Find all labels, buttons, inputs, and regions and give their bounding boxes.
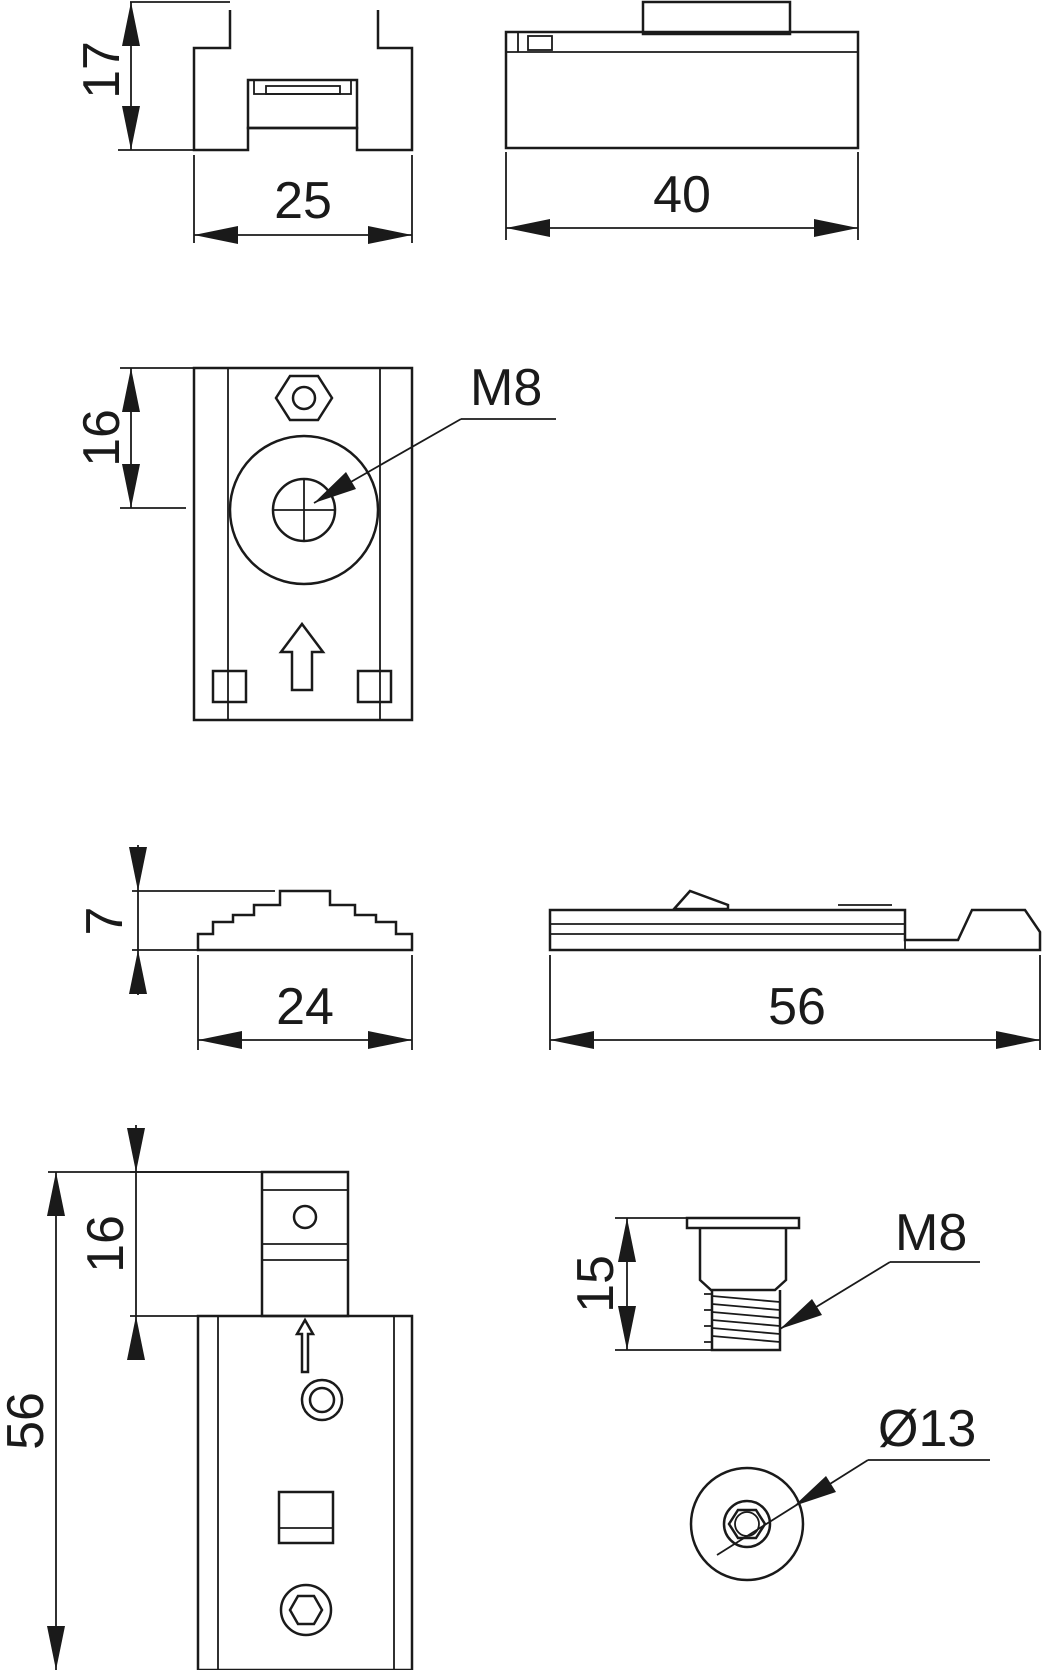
dim-40-label: 40 xyxy=(653,166,711,224)
view-2-side: 40 xyxy=(504,0,860,240)
view-6-bottom: 16 56 xyxy=(0,1125,414,1670)
dia-13-label: Ø13 xyxy=(878,1400,976,1458)
washer-view: Ø13 xyxy=(689,1400,990,1582)
dim-25-label: 25 xyxy=(274,172,332,230)
dim-56-label: 56 xyxy=(768,978,826,1036)
view-3-top: M8 16 xyxy=(73,359,556,722)
screw-view: M8 15 xyxy=(567,1204,980,1352)
view-4-profile: 7 24 xyxy=(76,845,414,1050)
dim-7-label: 7 xyxy=(76,907,134,936)
dim-24-label: 24 xyxy=(276,978,334,1036)
screw-m8-label: M8 xyxy=(895,1204,967,1262)
dim-16-label: 16 xyxy=(73,409,131,467)
m8-thread-label: M8 xyxy=(470,359,542,417)
dim-56b-label: 56 xyxy=(0,1392,55,1450)
dim-17-label: 17 xyxy=(73,41,131,99)
view-5-profile: 56 xyxy=(548,889,1042,1050)
dim-15-label: 15 xyxy=(567,1255,625,1313)
dim-16b-label: 16 xyxy=(77,1215,135,1273)
view-1-front: 17 25 xyxy=(73,1,414,244)
